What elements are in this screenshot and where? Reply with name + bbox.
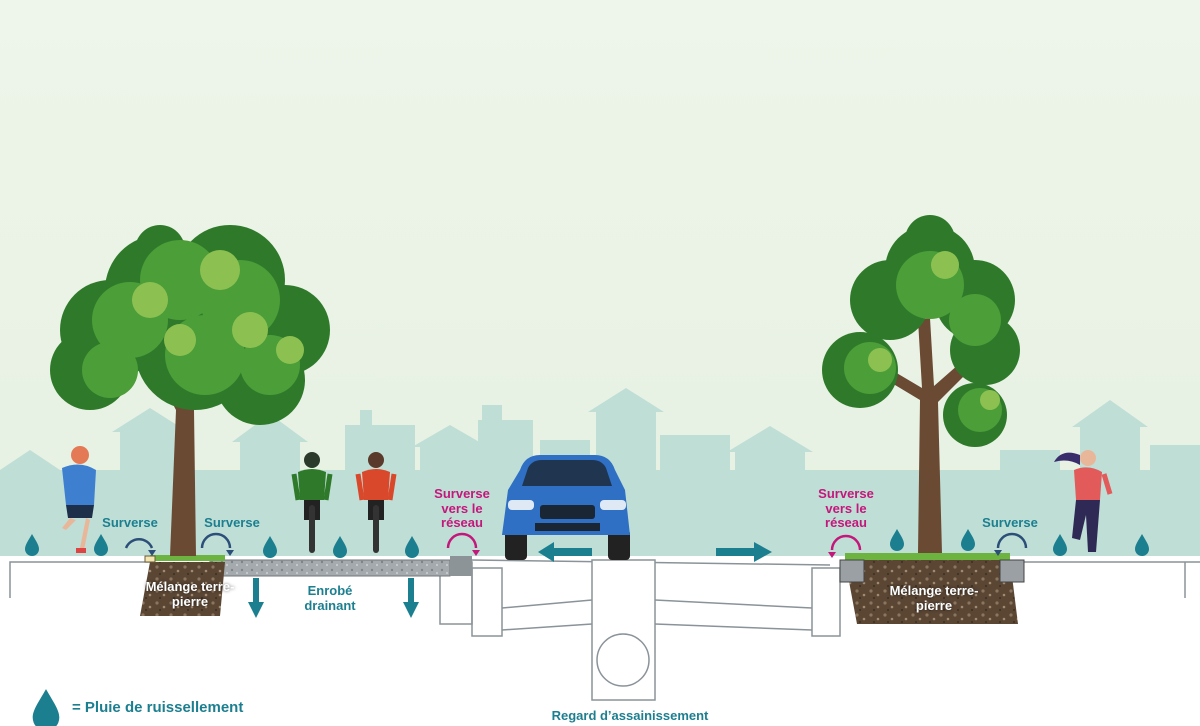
label-enrobe-drainant: Enrobé drainant <box>304 583 356 613</box>
soil-pit-left <box>140 562 225 616</box>
curb-block-left <box>839 559 865 583</box>
arrow-left-icon <box>552 548 592 556</box>
tree-right <box>822 215 1020 553</box>
car <box>502 455 630 560</box>
arrow-down-icon <box>253 578 259 604</box>
runner-right <box>1054 450 1113 552</box>
curved-arrow-icon <box>830 534 862 551</box>
arrow-right-icon <box>716 548 756 556</box>
label-melange-left: Mélange terre-pierre <box>145 579 235 609</box>
curved-arrow-icon <box>446 532 478 549</box>
label-surverse-3: Surverse <box>982 515 1038 530</box>
sewer-structures <box>439 559 841 701</box>
cyclist-left <box>291 452 333 553</box>
label-surverse-reseau-right: Surverse vers le réseau <box>818 486 874 531</box>
curved-arrow-icon <box>124 538 154 549</box>
label-surverse-2: Surverse <box>204 515 260 530</box>
arrow-down-icon <box>408 578 414 604</box>
cyclist-right <box>355 452 397 553</box>
curb-block-right <box>999 559 1025 583</box>
legend-text: = Pluie de ruissellement <box>72 699 244 716</box>
soil-pit-right <box>845 560 1018 624</box>
infiltration-arrows <box>248 578 419 618</box>
tree-left <box>50 225 330 556</box>
curb-left <box>450 556 472 576</box>
curved-arrow-icon <box>996 532 1028 549</box>
curved-arrow-icon <box>200 532 232 549</box>
overflow-arrows <box>124 532 1028 558</box>
label-melange-right: Mélange terre-pierre <box>889 583 979 613</box>
draining-asphalt <box>209 559 451 577</box>
traffic-arrows <box>538 542 772 562</box>
label-surverse-reseau-left: Surverse vers le réseau <box>434 486 490 531</box>
label-surverse-1: Surverse <box>102 515 158 530</box>
runner-left <box>62 446 96 553</box>
label-regard: Regard d’assainissement <box>551 708 709 723</box>
